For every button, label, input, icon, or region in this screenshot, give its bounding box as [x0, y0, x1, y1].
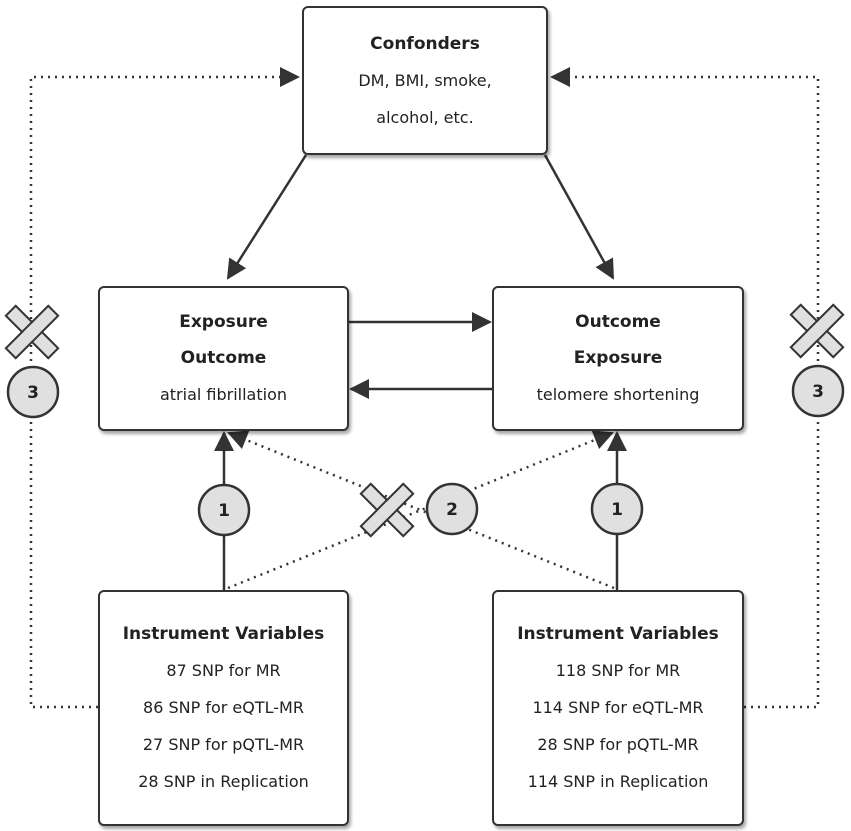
exposure-trait: atrial fibrillation	[159, 385, 288, 404]
iv-right-line: 28 SNP for pQTL-MR	[537, 735, 699, 754]
dotted-path-right-to-confounders	[550, 67, 820, 709]
iv-left-line: 27 SNP for pQTL-MR	[142, 735, 305, 754]
confounders-title: Confonders	[370, 33, 480, 54]
iv-right-line: 114 SNP in Replication	[527, 772, 709, 791]
instrument-variables-right-box: Instrument Variables 118 SNP for MR 114 …	[492, 590, 744, 826]
outcome-role-label: Outcome	[575, 312, 661, 332]
iv-left-line: 87 SNP for MR	[166, 661, 281, 680]
exposure-role-label-alt: Outcome	[180, 348, 267, 368]
cross-center-icon	[359, 482, 415, 538]
assumption-circle-1-left: 1	[197, 483, 251, 537]
iv-left-line: 86 SNP for eQTL-MR	[143, 698, 304, 717]
cross-right-icon	[789, 303, 845, 359]
iv-right-line: 114 SNP for eQTL-MR	[532, 698, 704, 717]
svg-text:2: 2	[446, 500, 458, 520]
iv-right-line: 118 SNP for MR	[555, 661, 681, 680]
iv-left-title: Instrument Variables	[122, 624, 325, 644]
assumption-circle-1-right: 1	[590, 482, 644, 536]
exposure-box: Exposure Outcome atrial fibrillation	[98, 286, 349, 431]
cross-left-icon	[4, 304, 60, 360]
instrument-variables-left-box: Instrument Variables 87 SNP for MR 86 SN…	[98, 590, 349, 826]
outcome-trait: telomere shortening	[536, 385, 700, 404]
assumption-circle-3-left: 3	[6, 365, 60, 419]
exposure-role-label: Exposure	[179, 312, 268, 332]
arrow-confounders-to-exposure	[226, 154, 308, 280]
iv-right-title: Instrument Variables	[517, 624, 719, 644]
assumption-circle-2: 2	[425, 482, 479, 536]
svg-text:3: 3	[27, 383, 39, 403]
confounders-line: alcohol, etc.	[376, 107, 474, 127]
iv-left-line: 28 SNP in Replication	[138, 772, 309, 791]
svg-text:1: 1	[218, 501, 230, 521]
confounders-box: Confonders DM, BMI, smoke, alcohol, etc.	[302, 6, 548, 155]
outcome-role-label-alt: Exposure	[573, 348, 663, 368]
outcome-box: Outcome Exposure telomere shortening	[492, 286, 744, 431]
arrow-confounders-to-outcome	[543, 154, 615, 280]
svg-text:3: 3	[812, 382, 824, 402]
confounders-line: DM, BMI, smoke,	[358, 70, 492, 90]
svg-text:1: 1	[611, 500, 623, 520]
assumption-circle-3-right: 3	[791, 364, 845, 418]
